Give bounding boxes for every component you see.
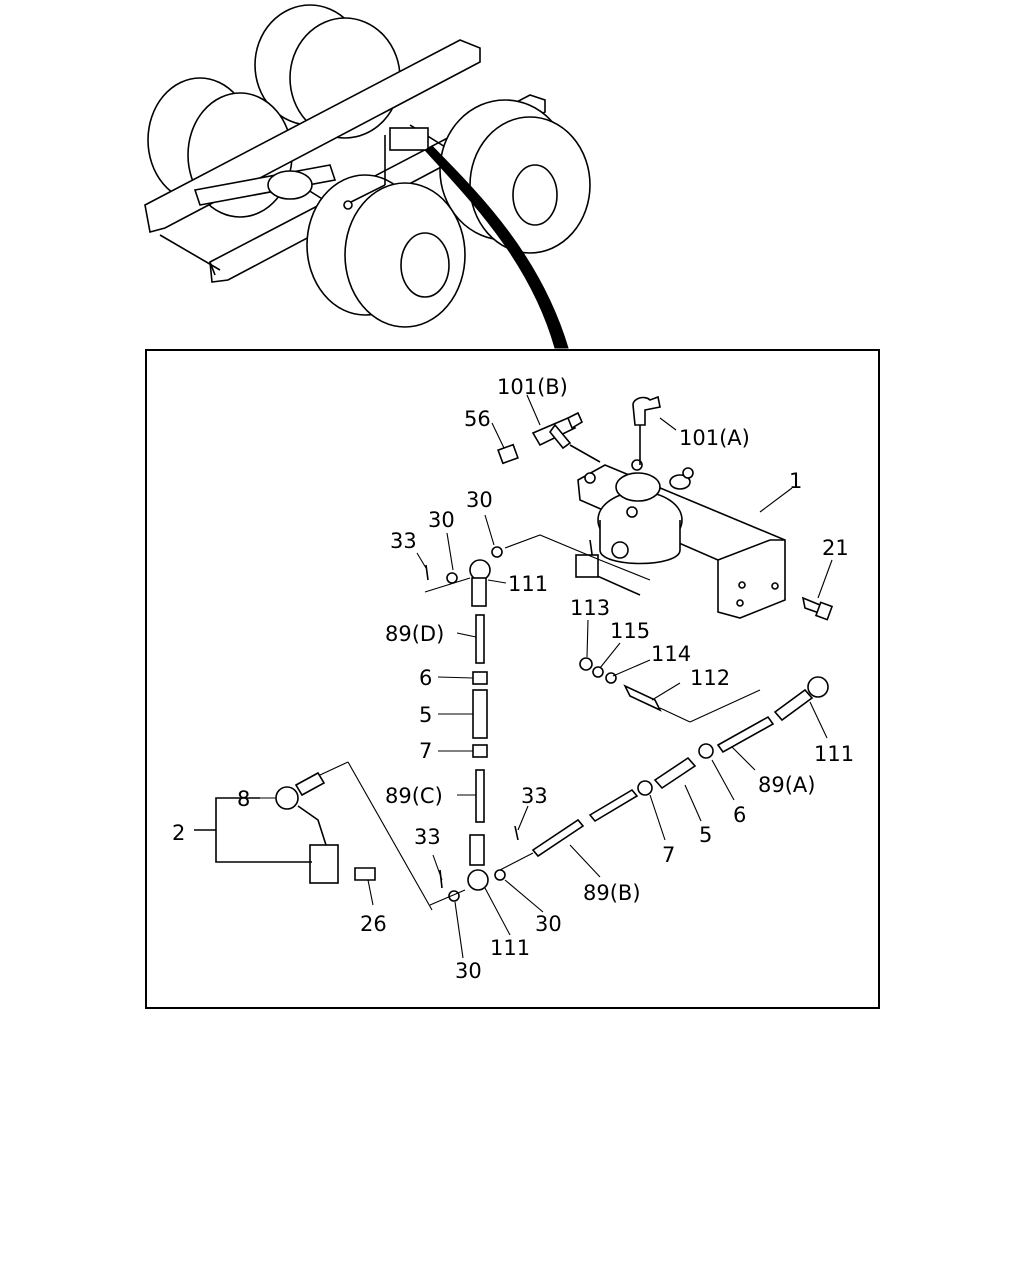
lower-bracket-assembly — [275, 761, 433, 911]
leveling-valve-assembly — [575, 459, 786, 619]
callout-101a: 101(A) — [679, 426, 750, 450]
callout-33-upper: 33 — [390, 529, 417, 553]
chassis-overview-illustration — [144, 4, 591, 349]
plug-56 — [497, 443, 519, 465]
upper-link-parts — [424, 534, 651, 607]
leveling-valve-mounted — [343, 127, 429, 210]
callout-5-diagonal: 5 — [699, 823, 712, 847]
callout-33-lower: 33 — [414, 825, 441, 849]
lower-joint-parts — [429, 825, 519, 906]
callout-7-diagonal: 7 — [662, 843, 675, 867]
callout-89c: 89(C) — [385, 784, 443, 808]
callout-30-lower-left: 30 — [455, 959, 482, 983]
callout-33-middle: 33 — [521, 784, 548, 808]
callout-labels: 101(B) 101(A) 56 1 30 30 33 111 21 113 1… — [172, 375, 854, 983]
callout-115: 115 — [610, 619, 650, 643]
callout-2: 2 — [172, 821, 185, 845]
callout-26: 26 — [360, 912, 387, 936]
callout-111-lower: 111 — [490, 936, 530, 960]
callout-114: 114 — [651, 642, 691, 666]
callout-5-vertical: 5 — [419, 703, 432, 727]
callout-1: 1 — [789, 469, 802, 493]
callout-101b: 101(B) — [497, 375, 568, 399]
elbow-fitting-101a — [632, 395, 661, 465]
detail-frame — [145, 349, 880, 1009]
vertical-rod-stack — [472, 614, 488, 823]
callout-113: 113 — [570, 596, 610, 620]
callout-89b: 89(B) — [583, 881, 641, 905]
callout-111-upper: 111 — [508, 572, 548, 596]
leader-lines — [253, 394, 833, 959]
diagonal-rod-parts — [499, 676, 829, 871]
callout-30-upper-right: 30 — [466, 488, 493, 512]
callout-112: 112 — [690, 666, 730, 690]
callout-21: 21 — [822, 536, 849, 560]
detail-leader — [424, 145, 569, 349]
callout-30-upper-left: 30 — [428, 508, 455, 532]
group-bracket-2 — [194, 797, 312, 863]
callout-30-lower-right: 30 — [535, 912, 562, 936]
callout-89a: 89(A) — [758, 773, 815, 797]
front-wheel-right — [306, 174, 466, 328]
rear-wheel-right — [439, 99, 591, 254]
callout-6-diagonal: 6 — [733, 803, 746, 827]
callout-6-vertical: 6 — [419, 666, 432, 690]
bolt-21 — [801, 596, 834, 621]
small-hardware-parts — [579, 657, 761, 723]
callout-8: 8 — [237, 787, 250, 811]
tee-fitting-101b — [531, 411, 601, 463]
callout-7-vertical: 7 — [419, 739, 432, 763]
callout-89d: 89(D) — [385, 622, 444, 646]
callout-111-right: 111 — [814, 742, 854, 766]
callout-56: 56 — [464, 407, 491, 431]
